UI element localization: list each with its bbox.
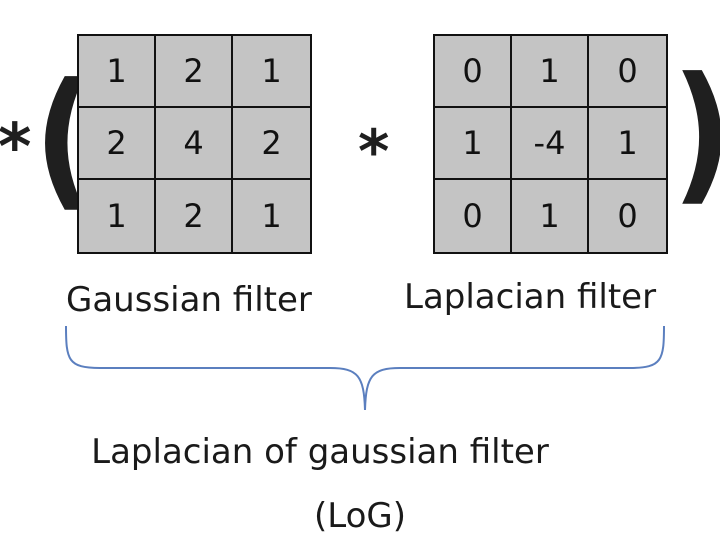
- gaussian-filter-label: Gaussian filter: [66, 280, 312, 320]
- laplacian-cell-0-0: 0: [435, 36, 512, 108]
- laplacian-kernel-matrix: 0 1 0 1 -4 1 0 1 0: [433, 34, 668, 254]
- laplacian-filter-label: Laplacian filter: [404, 277, 657, 317]
- gaussian-cell-1-2: 2: [233, 108, 310, 180]
- gaussian-cell-2-2: 1: [261, 197, 282, 235]
- gaussian-cell-0-2: 1: [233, 36, 310, 108]
- convolution-operator-mid: *: [358, 117, 390, 187]
- gaussian-cell-0-1: 2: [156, 36, 233, 108]
- laplacian-cell-1-0: 1: [435, 108, 512, 180]
- laplacian-cell-0-1: 1: [512, 36, 589, 108]
- gaussian-cell-2-0: 1: [79, 180, 156, 252]
- laplacian-cell-1-2: 1: [589, 108, 666, 180]
- laplacian-cell-2-2: 0: [617, 197, 638, 235]
- brace-path: [65, 325, 665, 411]
- laplacian-cell-0-2: 0: [589, 36, 666, 108]
- laplacian-cell-2-0: 0: [435, 180, 512, 252]
- gaussian-cell-2-1: 2: [156, 180, 233, 252]
- grouping-brace: [65, 325, 665, 411]
- convolution-operator-left: *: [0, 111, 32, 185]
- laplacian-cell-2-1: 1: [512, 180, 589, 252]
- gaussian-kernel-matrix: 1 2 1 2 4 2 1 2 1: [77, 34, 312, 254]
- gaussian-cell-1-1: 4: [156, 108, 233, 180]
- log-filter-abbreviation: (LoG): [313, 496, 407, 536]
- laplacian-cell-1-1: -4: [512, 108, 589, 180]
- gaussian-cell-1-0: 2: [79, 108, 156, 180]
- log-filter-label: Laplacian of gaussian filter: [91, 432, 549, 472]
- close-parenthesis: ): [671, 58, 720, 208]
- gaussian-cell-0-0: 1: [79, 36, 156, 108]
